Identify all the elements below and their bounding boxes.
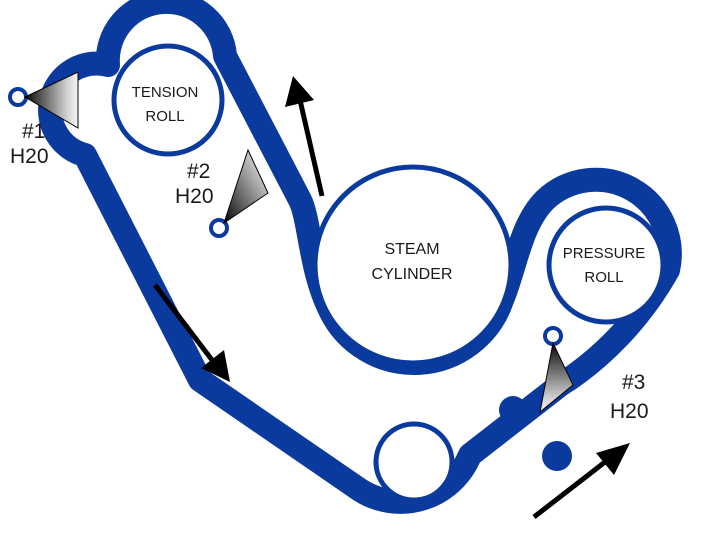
tension-roll-label-line2: ROLL bbox=[145, 108, 184, 125]
direction-arrow-icon bbox=[532, 443, 630, 519]
steam-cylinder-label-line1: STEAM bbox=[384, 241, 439, 258]
spray-nozzle-icon bbox=[209, 148, 269, 238]
nozzle-2-label-line2: H20 bbox=[175, 185, 214, 208]
steam-cylinder-label-line2: CYLINDER bbox=[372, 266, 453, 283]
tension-roll bbox=[111, 43, 225, 157]
guide-roll-left bbox=[499, 396, 527, 424]
tension-roll-label-line1: TENSION bbox=[132, 84, 199, 101]
direction-arrow-icon bbox=[285, 76, 325, 197]
nozzle-1-label-line1: #1 bbox=[22, 120, 45, 143]
pressure-roll bbox=[546, 205, 666, 325]
nozzle-1-label-line2: H20 bbox=[10, 145, 49, 168]
spray-nozzle-icon bbox=[8, 71, 79, 129]
pressure-roll-label-line1: PRESSURE bbox=[563, 245, 646, 262]
nozzle-3-label-line2: H20 bbox=[610, 400, 649, 423]
nozzle-2-label-line1: #2 bbox=[187, 160, 210, 183]
pressure-roll-label-line2: ROLL bbox=[584, 269, 623, 286]
idler-roll bbox=[373, 421, 455, 503]
spray-nozzle-icon bbox=[539, 326, 574, 414]
direction-arrow-icon bbox=[153, 283, 230, 382]
guide-roll-right bbox=[542, 441, 572, 471]
belt bbox=[38, 0, 682, 514]
nozzle-3-label-line1: #3 bbox=[622, 371, 645, 394]
steam-cylinder bbox=[312, 164, 514, 366]
